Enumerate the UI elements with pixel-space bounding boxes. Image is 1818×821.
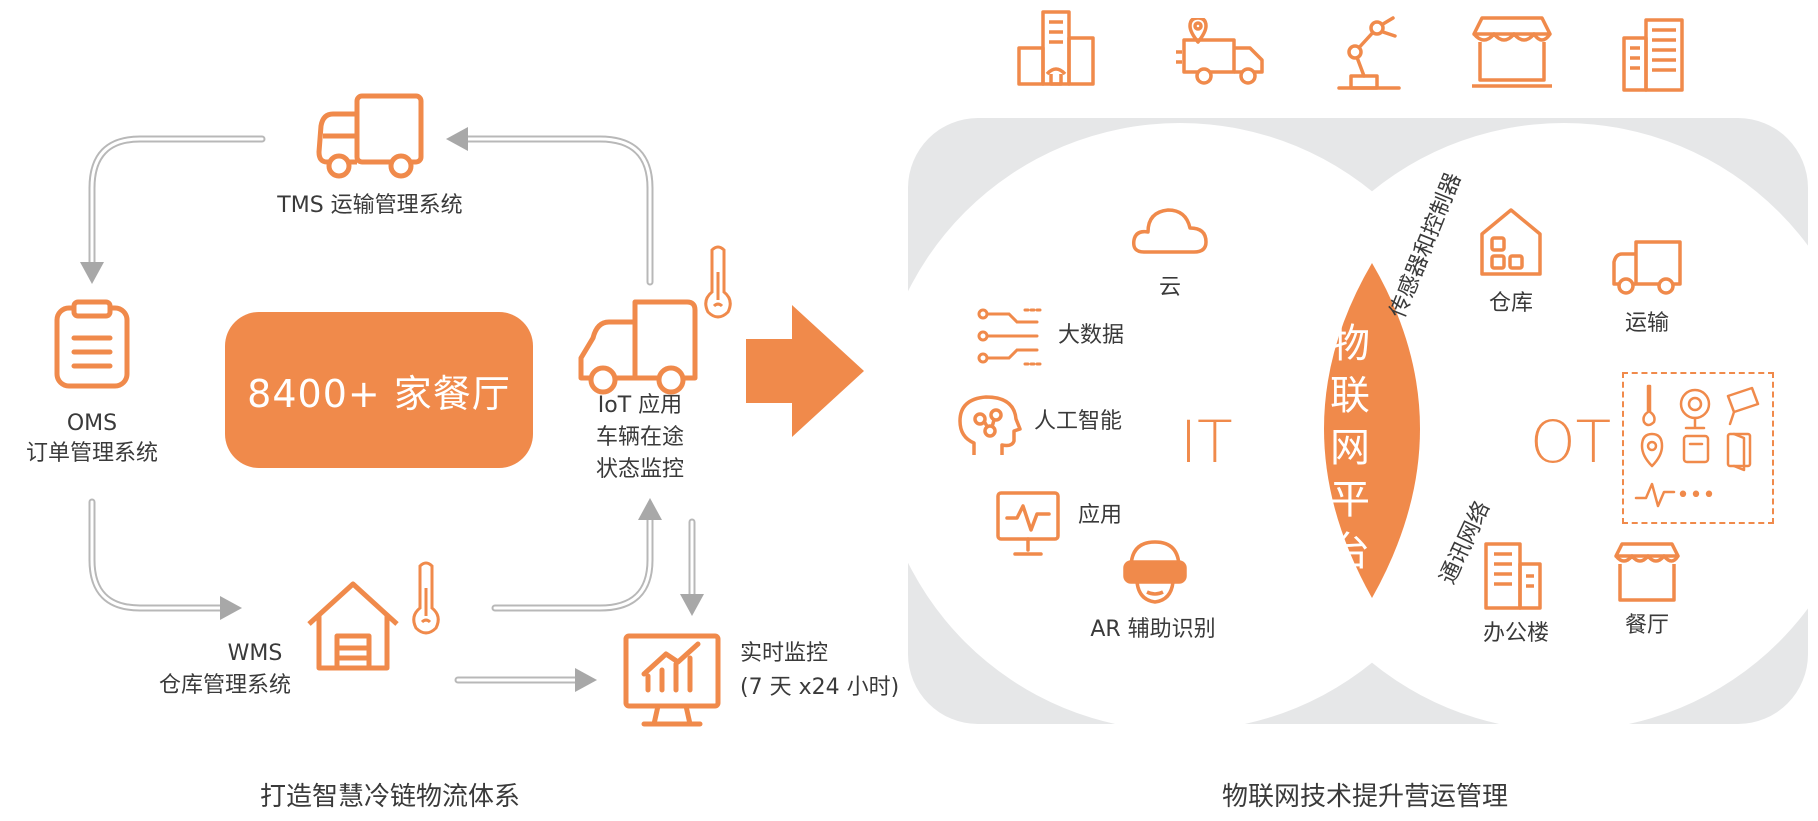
thermometer-icon: [704, 245, 732, 319]
ot-circle: [1260, 123, 1808, 724]
robot-arm-icon: [1337, 16, 1401, 90]
delivery-truck-icon: [1176, 18, 1264, 85]
warehouse-thermometer-icon: [412, 561, 440, 635]
clipboard-icon: [54, 299, 130, 389]
ot-restaurant-label: 餐厅: [1624, 613, 1669, 638]
sensor-group: [1622, 372, 1774, 524]
sensor-thermometer-icon: [1642, 384, 1656, 427]
warehouse-icon: [307, 581, 399, 671]
sensor-location-icon: [1640, 432, 1664, 468]
arrow-tms-to-oms: [88, 135, 266, 266]
sensor-signal-icon: [1679, 388, 1711, 430]
bigdata-icon: [977, 308, 1043, 366]
factory-icon: [1017, 10, 1095, 86]
sensor-pulse-icon: [1634, 482, 1676, 508]
ot-truck-icon: [1612, 240, 1682, 295]
it-ar-label: AR 辅助识别: [1090, 617, 1216, 642]
arrow-wms-to-iot: [491, 516, 654, 612]
ot-restaurant-icon: [1614, 542, 1680, 602]
cloud-icon: [1131, 208, 1208, 254]
ar-headset-icon: [1123, 540, 1187, 604]
sensor-door-icon: [1726, 432, 1752, 472]
ot-transport-label: 运输: [1624, 311, 1669, 336]
iot-truck-icon: [578, 299, 698, 395]
it-cloud-label: 云: [1158, 275, 1181, 300]
ot-warehouse-icon: [1480, 208, 1542, 276]
left-caption: 打造智慧冷链物流体系: [259, 782, 520, 812]
ot-letters: OT: [1530, 408, 1612, 476]
oms-sub: 订单管理系统: [25, 441, 158, 466]
venn-diagram: [908, 123, 1808, 724]
it-letters: IT: [1180, 408, 1233, 476]
oms-title: OMS: [66, 411, 118, 436]
platform-lens: [1324, 263, 1420, 598]
wms-sub: 仓库管理系统: [158, 673, 291, 698]
it-ai-label: 人工智能: [1034, 409, 1123, 434]
ot-office-label: 办公楼: [1482, 621, 1549, 646]
office-building-icon: [1622, 18, 1684, 92]
big-arrow-icon: [746, 305, 864, 437]
platform-label: 物 联 网 平 台: [1330, 321, 1370, 575]
arrow-iot-to-tms: [464, 135, 654, 286]
cycle-arrows: [80, 127, 704, 692]
iot-line-1: IoT 应用: [597, 393, 683, 418]
ot-office-icon: [1484, 542, 1542, 610]
monitor-chart-icon: [623, 633, 721, 727]
ai-head-icon: [958, 395, 1022, 455]
sensor-scale-icon: [1682, 434, 1710, 464]
iot-line-2: 车辆在途: [595, 425, 684, 450]
restaurant-count-badge: 8400+ 家餐厅: [225, 312, 533, 468]
monitor-line-1: 实时监控: [740, 641, 829, 666]
right-caption: 物联网技术提升营运管理: [1221, 782, 1508, 812]
tms-label: TMS 运输管理系统: [277, 193, 463, 218]
app-monitor-icon: [996, 491, 1060, 556]
monitor-line-2: (7 天 x24 小时): [740, 675, 900, 700]
truck-icon: [316, 93, 424, 179]
iot-line-3: 状态监控: [595, 457, 684, 482]
it-bigdata-label: 大数据: [1058, 323, 1125, 348]
wms-title: WMS: [227, 641, 283, 666]
store-icon: [1472, 16, 1552, 88]
sensor-camera-icon: [1726, 386, 1760, 426]
sensor-more: •••: [1677, 483, 1716, 508]
it-app-label: 应用: [1078, 503, 1123, 528]
arrow-oms-to-wms: [88, 498, 224, 612]
ot-warehouse-label: 仓库: [1488, 291, 1533, 316]
